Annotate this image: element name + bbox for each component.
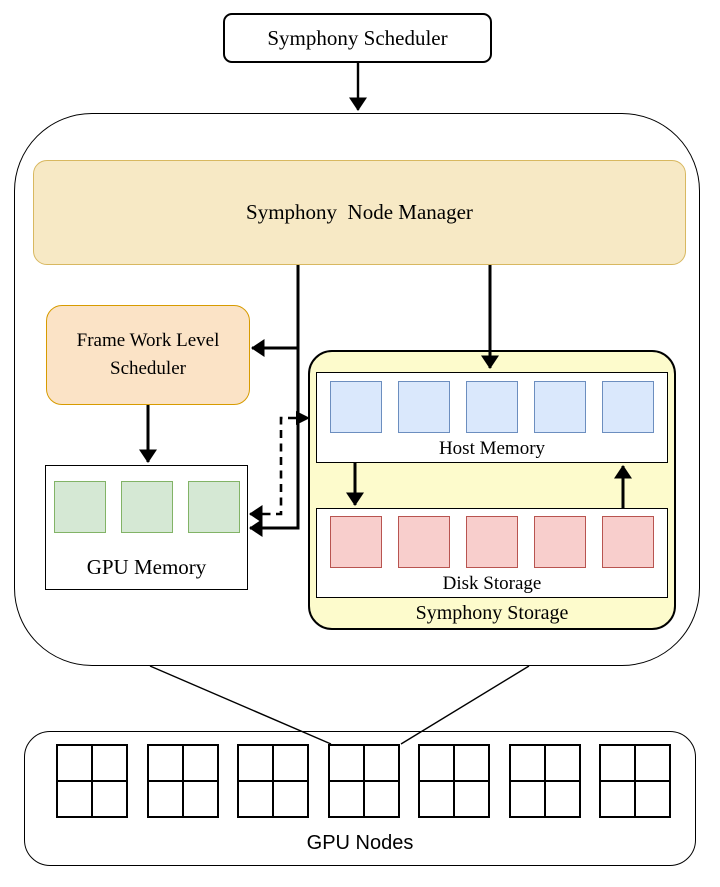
gpu-nodes-label: GPU Nodes [306, 832, 414, 854]
disk-storage-label: Disk Storage [442, 573, 542, 594]
symphony-scheduler-label: Symphony Scheduler [267, 25, 448, 50]
gpu-memory-slot-row [46, 466, 247, 533]
host-memory-slot [466, 381, 518, 433]
gpu-nodes-strip: GPU Nodes [24, 731, 696, 866]
host-memory-label: Host Memory [438, 438, 546, 459]
gpu-memory-label: GPU Memory [86, 555, 207, 579]
gpu-node-box [327, 744, 400, 818]
host-memory-slot-row [317, 373, 667, 433]
host-memory-slot [534, 381, 586, 433]
gpu-node-box [146, 744, 219, 818]
disk-storage-slot [398, 516, 450, 568]
gpu-node-box [418, 744, 490, 818]
symphony-node-manager-label: Symphony Node Manager [246, 200, 473, 224]
gpu-node-box [508, 744, 581, 818]
disk-storage-node: Disk Storage [316, 508, 668, 598]
framework-level-scheduler-node: Frame Work Level Scheduler [46, 305, 250, 405]
gpu-memory-slot [53, 481, 106, 533]
gpu-node-box [599, 744, 671, 818]
disk-storage-slot [466, 516, 518, 568]
gpu-memory-slot [187, 481, 240, 533]
framework-level-scheduler-label: Frame Work Level Scheduler [76, 330, 220, 379]
gpu-memory-node: GPU Memory [45, 465, 248, 590]
gpu-node-row [25, 732, 695, 818]
host-memory-slot [602, 381, 654, 433]
symphony-node-manager-node: Symphony Node Manager [33, 160, 686, 265]
disk-storage-slot [602, 516, 654, 568]
disk-storage-slot [330, 516, 382, 568]
gpu-node-box [237, 744, 309, 818]
disk-storage-slot-row [317, 509, 667, 568]
host-memory-slot [398, 381, 450, 433]
disk-storage-slot [534, 516, 586, 568]
symphony-scheduler-node: Symphony Scheduler [223, 13, 492, 63]
host-memory-slot [330, 381, 382, 433]
gpu-node-box [56, 744, 128, 818]
gpu-memory-slot [120, 481, 173, 533]
host-memory-node: Host Memory [316, 372, 668, 463]
symphony-storage-label: Symphony Storage [415, 602, 569, 624]
